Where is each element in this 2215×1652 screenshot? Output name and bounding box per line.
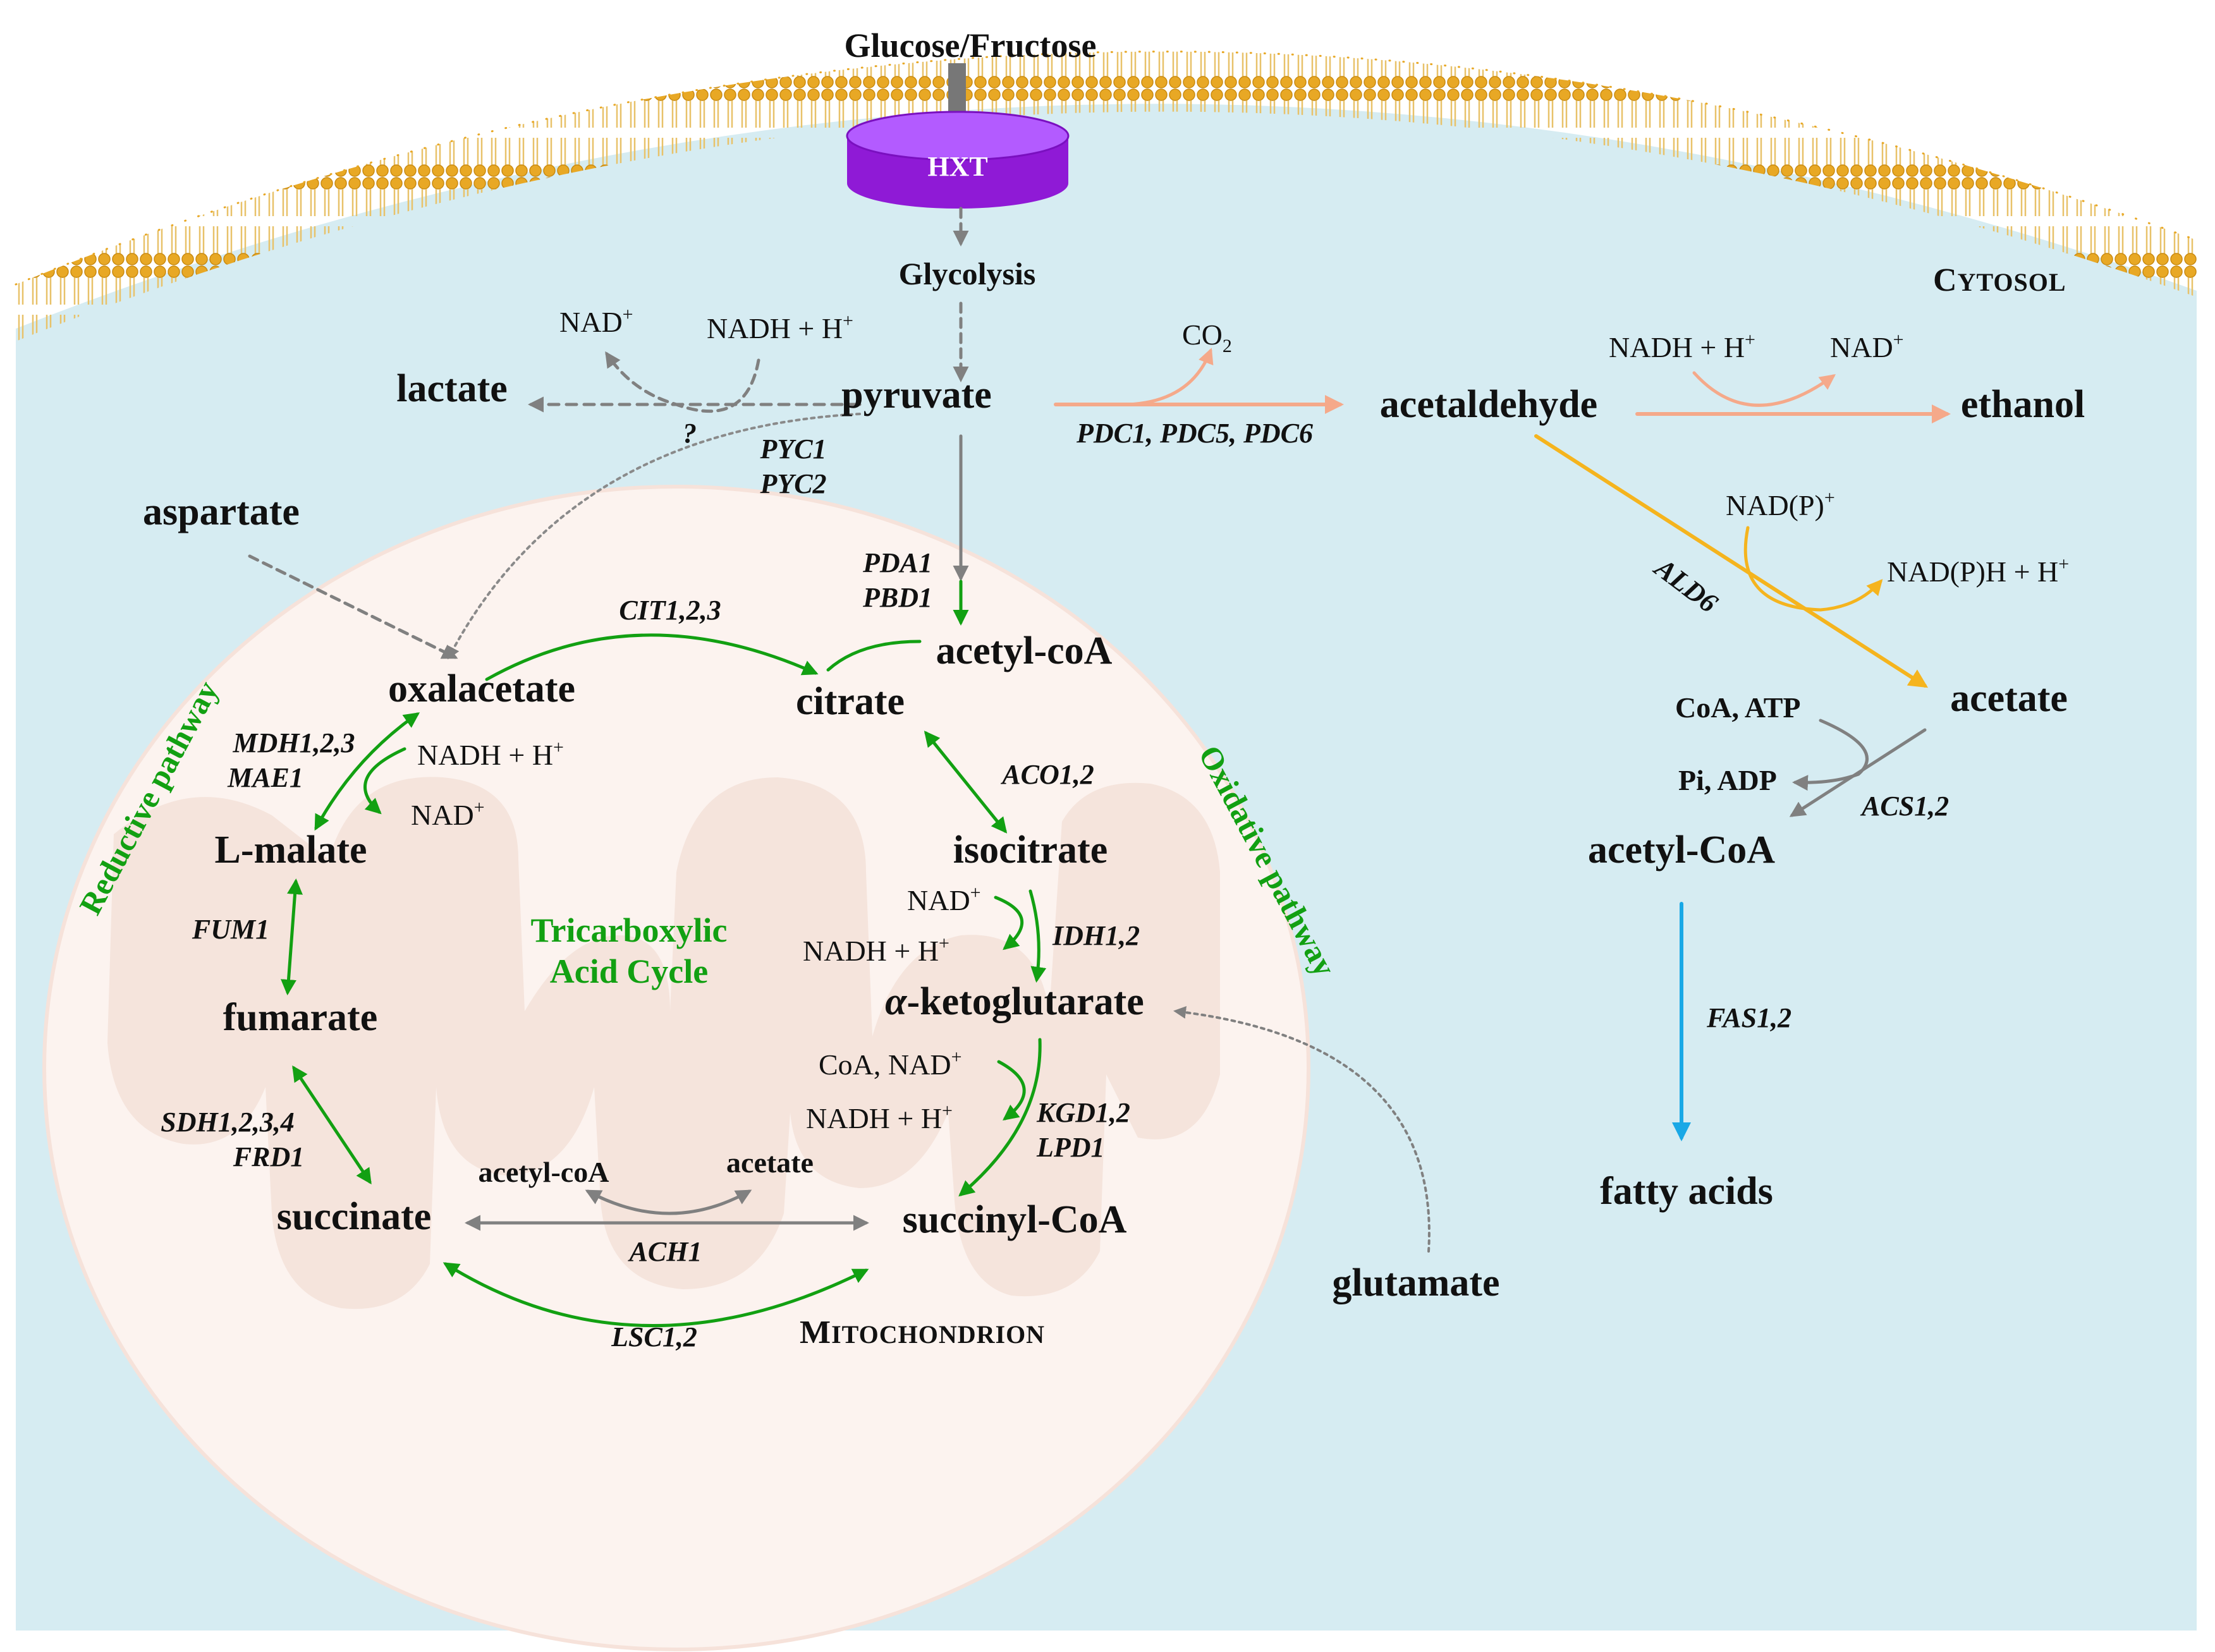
alpha-ketoglutarate-label: α-ketoglutarate <box>885 980 1144 1023</box>
idh-cofactor-arrow <box>994 896 1024 951</box>
citrate-label: citrate <box>796 680 905 723</box>
aco-enzyme-label: ACO1,2 <box>1000 759 1094 790</box>
lactate-nad-label: NAD+ <box>559 304 633 338</box>
ach-out-label: acetate <box>726 1146 814 1179</box>
mdh-nad-label: NAD+ <box>411 797 485 831</box>
acs-in-label: CoA, ATP <box>1675 691 1801 724</box>
co2-release-arrow <box>1111 348 1214 406</box>
glycolysis-label: Glycolysis <box>899 256 1036 291</box>
ach-cofactor-arrow <box>585 1189 752 1215</box>
oxalacetate-label: oxalacetate <box>388 667 575 710</box>
hxt-label: HXT <box>927 151 987 182</box>
idh-enzyme-label: IDH1,2 <box>1052 920 1140 951</box>
aldehyde-dh-in-label: NAD(P)+ <box>1726 487 1835 521</box>
acs-out-label: Pi, ADP <box>1678 764 1777 796</box>
pdc-enzymes-label: PDC1, PDC5, PDC6 <box>1076 418 1313 449</box>
fumarate-malate-arrow <box>281 878 303 995</box>
succinate-label: succinate <box>277 1195 432 1238</box>
malate-oxalacetate-arrow <box>314 712 420 831</box>
pyruvate-to-oxalacetate-arrow <box>448 413 861 660</box>
hxt-transporter <box>846 111 1070 209</box>
fumarate-label: fumarate <box>223 996 377 1039</box>
pda1-enzyme-label: PDA1 <box>862 547 932 578</box>
acetyl-coa-cytosol-label: acetyl-CoA <box>1588 829 1775 872</box>
succinate-fumarate-arrow <box>292 1065 372 1185</box>
ethanol-nad-label: NAD+ <box>1830 329 1904 363</box>
lsc-enzyme-label: LSC1,2 <box>611 1321 697 1352</box>
acs-cofactor-arrow <box>1792 719 1869 791</box>
mdh-enzyme-label: MDH1,2,3 <box>232 727 355 758</box>
acetyl-coa-mito-label: acetyl-coA <box>936 629 1113 672</box>
mae1-enzyme-label: MAE1 <box>227 762 303 793</box>
kgd-out-label: NADH + H+ <box>806 1100 953 1134</box>
fum-enzyme-label: FUM1 <box>192 914 269 945</box>
glutamate-to-akg-arrow <box>1173 1005 1431 1253</box>
acetaldehyde-label: acetaldehyde <box>1380 383 1597 426</box>
ethanol-nadh-label: NADH + H+ <box>1609 329 1755 363</box>
acetaldehyde-to-acetate-arrow <box>1534 434 1929 688</box>
lactate-label: lactate <box>396 367 508 410</box>
lsc-arrow <box>442 1262 869 1327</box>
aspartate-label: aspartate <box>143 490 300 533</box>
isocitrate-label: isocitrate <box>953 829 1108 872</box>
idh-nadh-label: NADH + H+ <box>803 933 949 967</box>
ald-cofactor-arrow <box>1743 526 1883 612</box>
cit-enzyme-label: CIT1,2,3 <box>619 595 721 626</box>
lactate-cofactor-arrow <box>605 351 760 413</box>
sdh-enzyme-label: SDH1,2,3,4 <box>161 1107 294 1138</box>
aspartate-to-oxalacetate-arrow <box>248 554 458 659</box>
citrate-isocitrate-arrow <box>924 731 1008 834</box>
aldehyde-dh-out-label: NAD(P)H + H+ <box>1887 554 2069 588</box>
pyruvate-label: pyruvate <box>841 374 992 416</box>
ach-enzyme-label: ACH1 <box>628 1236 702 1267</box>
kgd-enzyme-label: KGD1,2 <box>1036 1097 1130 1128</box>
fatty-acids-label: fatty acids <box>1600 1170 1773 1213</box>
oxalacetate-to-citrate-arrow <box>485 633 819 681</box>
ach-in-label: acetyl-coA <box>479 1156 609 1188</box>
ethanol-cofactor-arrow <box>1692 371 1836 407</box>
cell-membrane <box>15 51 2198 341</box>
fas-enzyme-label: FAS1,2 <box>1706 1002 1791 1033</box>
glutamate-label: glutamate <box>1332 1261 1499 1304</box>
tca-title-line2: Acid Cycle <box>550 952 708 990</box>
lpd1-enzyme-label: LPD1 <box>1036 1132 1105 1163</box>
pyc2-enzyme-label: PYC2 <box>759 468 826 499</box>
mitochondrial-cristae <box>107 777 1220 1309</box>
akg-to-succinylcoa-arrow <box>958 1038 1042 1197</box>
isocitrate-to-akg-arrow <box>1028 889 1047 983</box>
acs-enzyme-label: ACS1,2 <box>1860 791 1949 822</box>
pyc1-enzyme-label: PYC1 <box>759 434 826 465</box>
kgd-cofactor-arrow <box>997 1060 1026 1121</box>
mdh-cofactor-arrow <box>363 747 406 815</box>
lactate-nadh-label: NADH + H+ <box>707 310 853 344</box>
pbd1-enzyme-label: PBD1 <box>862 582 932 613</box>
mitochondrion <box>42 485 1310 1651</box>
mitochondrion-label: MITOCHONDRION <box>800 1315 1045 1351</box>
frd1-enzyme-label: FRD1 <box>233 1141 304 1172</box>
cytosol-label: CYTOSOL <box>1933 262 2066 298</box>
acetate-cytosol-label: acetate <box>1950 677 2068 720</box>
acetylcoa-join-arrow <box>826 640 922 672</box>
glucose-fructose-label: Glucose/Fructose <box>845 27 1097 64</box>
mdh-nadh-label: NADH + H+ <box>417 737 564 771</box>
co2-label: CO2 <box>1182 319 1232 356</box>
idh-nad-label: NAD+ <box>907 882 981 916</box>
tca-title-line1: Tricarboxylic <box>531 911 728 949</box>
kgd-in-label: CoA, NAD+ <box>819 1047 961 1081</box>
ethanol-label: ethanol <box>1961 383 2085 426</box>
lactate-enzyme-unknown: ? <box>683 418 697 449</box>
succinyl-coa-label: succinyl-CoA <box>903 1198 1127 1241</box>
l-malate-label: L-malate <box>214 829 367 872</box>
